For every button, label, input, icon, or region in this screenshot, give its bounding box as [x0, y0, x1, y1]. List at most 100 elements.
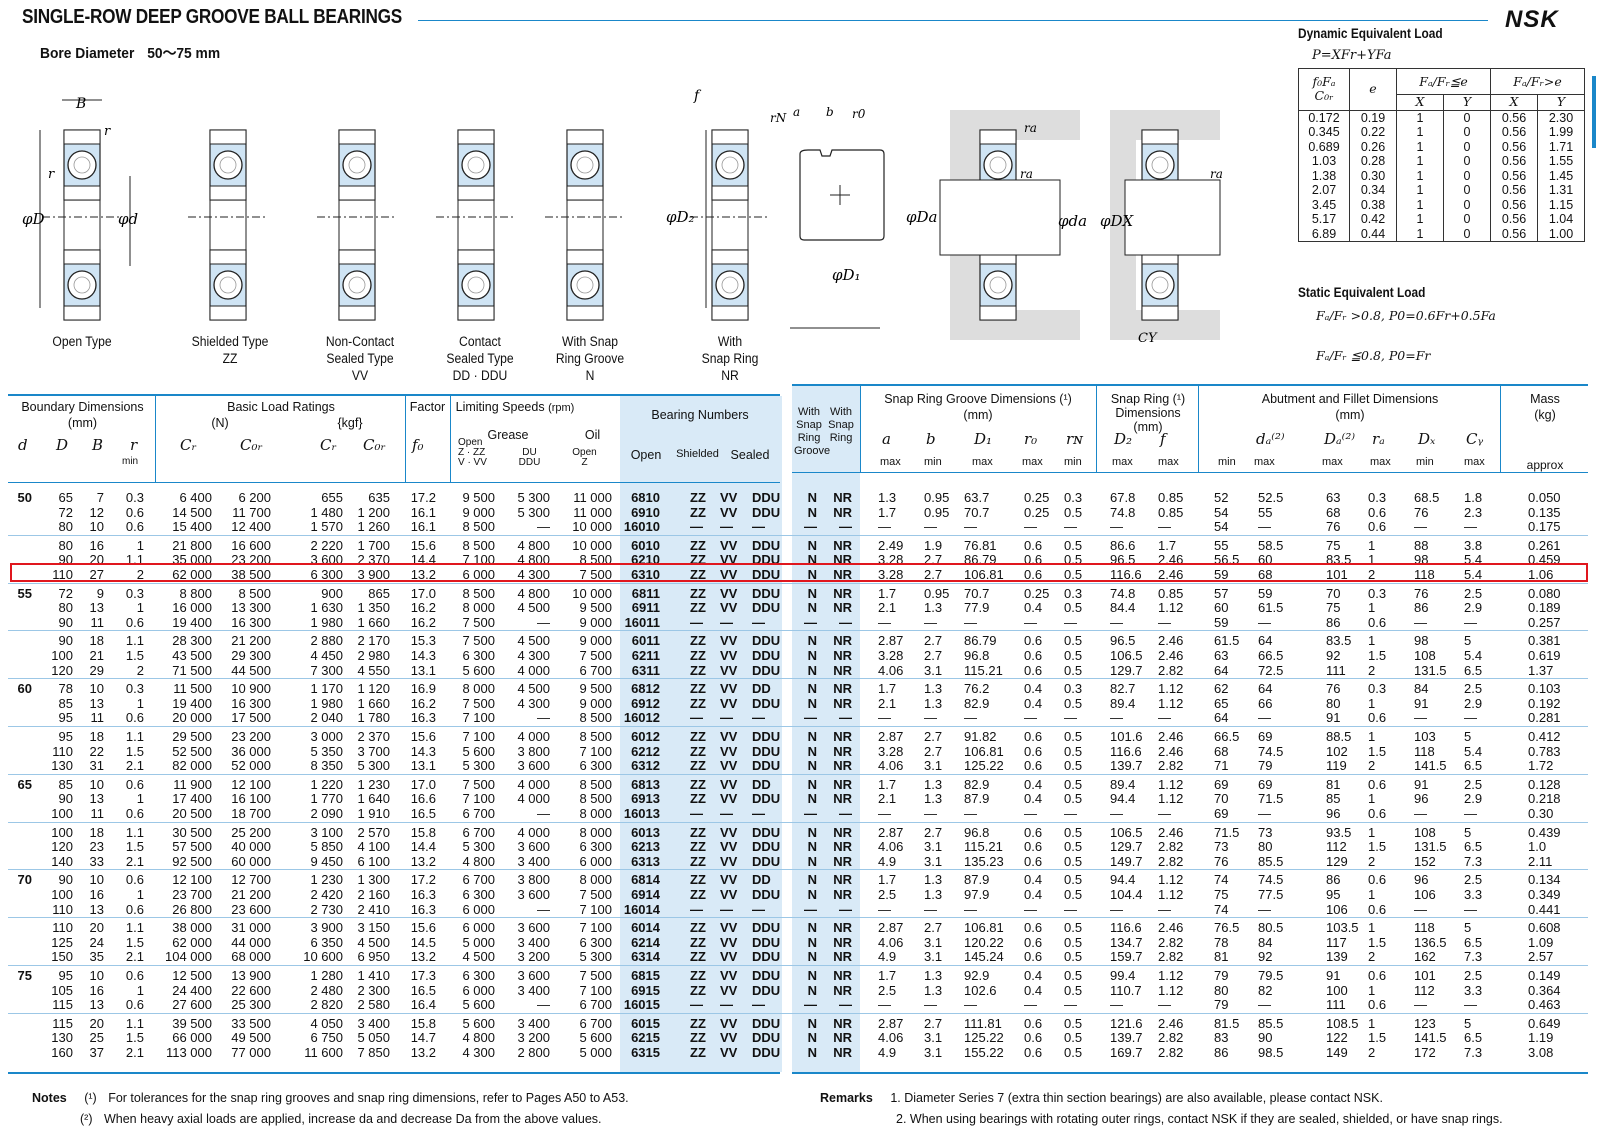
row-group-separator: [8, 534, 1588, 536]
cell-b: 2.7: [924, 633, 943, 649]
cell-C0r: 25 200: [231, 824, 271, 840]
cell-D: 100: [51, 824, 73, 840]
cell-r: 1: [136, 982, 144, 998]
cell-D: 110: [52, 567, 73, 582]
cell-B: 22: [89, 743, 104, 759]
cell-B: 27: [89, 567, 104, 582]
cell-r: 1.5: [125, 743, 144, 759]
cell-g2: 3 800: [517, 872, 550, 888]
cell-C0r: 12 700: [231, 872, 271, 888]
cell-f0: 15.6: [410, 537, 436, 553]
cell-da2: 52.5: [1258, 490, 1284, 505]
cell-s1: VV: [720, 982, 738, 998]
cell-s1: VV: [720, 1015, 738, 1031]
cell-a: 4.06: [878, 934, 904, 950]
cell-rN: 0.5: [1064, 1030, 1083, 1046]
cell-g2: 4 800: [517, 585, 550, 601]
cell-C0rk: 1 780: [357, 710, 390, 726]
cell-Crk: 1 630: [310, 600, 343, 616]
cell-oil: 7 500: [579, 887, 612, 902]
cell-NR: NR: [833, 934, 852, 950]
cell-g1: 9 500: [462, 490, 495, 505]
cell-B: 21: [89, 648, 104, 663]
cell-a: 1.7: [878, 585, 897, 601]
cell-ra: 1: [1368, 695, 1376, 711]
cell-D: 120: [51, 662, 73, 678]
cell-f0: 16.6: [410, 791, 436, 807]
cell-mass: 0.381: [1528, 633, 1561, 649]
cell-r: 0.6: [125, 968, 144, 983]
col-symbol: rₐ: [1372, 430, 1385, 448]
cell-Crk: 655: [321, 490, 343, 505]
cell-C0r: 22 600: [231, 982, 271, 998]
cell-sh: ZZ: [690, 633, 706, 649]
cell-a: 4.06: [878, 758, 904, 774]
cell-D2: 89.4: [1110, 695, 1136, 711]
cell-b: 2.7: [924, 729, 943, 744]
cell-r0: 0.6: [1024, 537, 1043, 553]
cell-D: 105: [51, 982, 73, 998]
cell-C0r: 60 000: [231, 853, 271, 869]
cell-f: —: [1158, 519, 1171, 535]
cell-s2: DDU: [752, 853, 781, 869]
cell-oil: 9 000: [579, 614, 612, 630]
static-load-formula-1: Fₐ/Fᵣ >0.8, P0=0.6Fr+0.5Fa: [1316, 308, 1496, 323]
cell-mass: 0.619: [1528, 648, 1561, 663]
cell-Dx: 108: [1414, 824, 1436, 840]
cell-Da: 108.5: [1326, 1015, 1359, 1031]
cell-C0r: 12 100: [231, 776, 271, 792]
cell-C0rk: 4 500: [357, 934, 390, 950]
cell-s2: DDU: [752, 1030, 781, 1046]
cell-Dx: —: [1414, 997, 1427, 1013]
cell-D: 130: [51, 1030, 73, 1046]
cell-da2: 85.5: [1258, 1015, 1284, 1031]
open-type-drawing: B r r φD φd: [22, 96, 138, 320]
cell-Cr: 19 400: [172, 695, 212, 711]
cell-ra: 1.5: [1368, 934, 1387, 950]
cell-b: 3.1: [924, 839, 943, 855]
col-fa-fr-gt-e: Fₐ/Fᵣ>e: [1490, 68, 1585, 95]
cell-ra: 1: [1368, 982, 1376, 998]
cell-Da: 83.5: [1326, 633, 1352, 649]
cell-da2: 82: [1258, 982, 1273, 998]
cell-Crk: 2 820: [310, 997, 343, 1013]
cell-N: N: [807, 824, 817, 840]
cell-da2: 61.5: [1258, 600, 1284, 616]
cell-b: 2.7: [924, 743, 943, 759]
cell-D1: 102.6: [964, 982, 997, 998]
cell-Da: 112: [1326, 839, 1347, 855]
cell-sh: —: [690, 806, 703, 821]
cell-D1: 96.8: [964, 824, 990, 840]
cell-da1: 74: [1214, 872, 1229, 888]
cell-D1: 70.7: [964, 585, 990, 601]
cell-oil: 6 700: [579, 662, 612, 678]
col-limit: min: [1416, 456, 1434, 468]
cell-Da: 102: [1326, 743, 1348, 759]
cell-CY: 5.4: [1464, 743, 1483, 759]
abutment-drawing: φDa φda ra ra: [906, 110, 1087, 340]
cell-C0rk: 4 100: [357, 839, 390, 855]
cell-C0r: 36 000: [231, 743, 271, 759]
cell-D1: 111.81: [964, 1015, 1002, 1031]
cell-open: 16010: [623, 519, 660, 535]
cell-f: 2.46: [1158, 633, 1184, 649]
cell-s2: —: [752, 901, 765, 917]
cell-CY: 2.9: [1464, 695, 1483, 711]
cell-Da: 139: [1326, 949, 1348, 965]
cell-D1: —: [964, 614, 977, 630]
cell-da1: 76: [1214, 853, 1229, 869]
cell-open: 6011: [631, 633, 660, 649]
cell-open: 6012: [631, 729, 660, 744]
cell-Crk: 4 450: [310, 648, 343, 663]
cell-D1: 135.23: [964, 853, 1004, 869]
cell-C0rk: 3 400: [357, 1015, 390, 1031]
cell-r: 2.1: [125, 949, 144, 965]
cell-s1: VV: [720, 1045, 738, 1060]
